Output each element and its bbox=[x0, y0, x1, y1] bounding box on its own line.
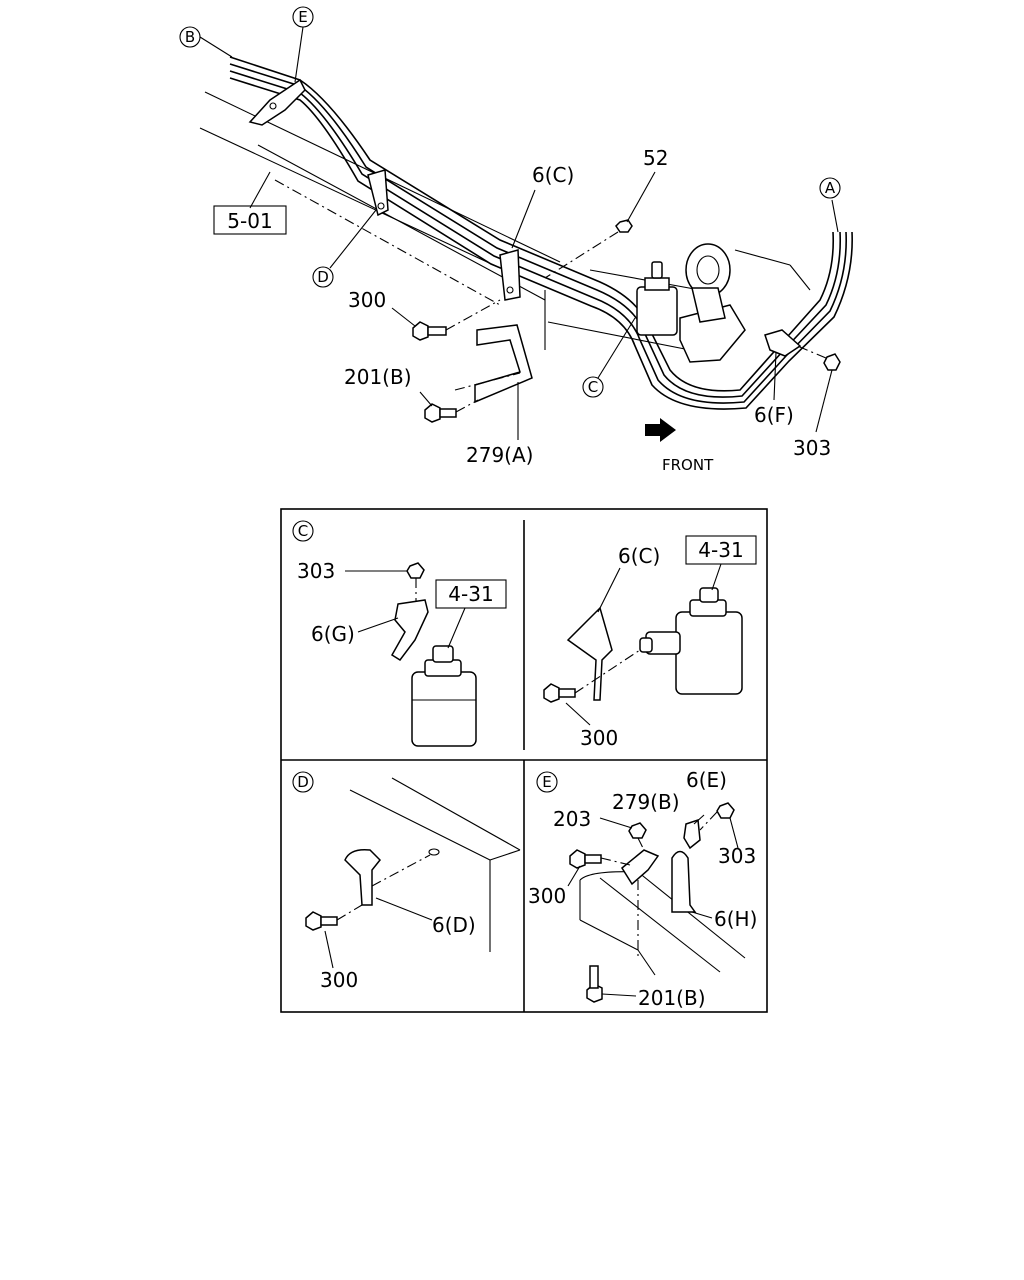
solenoid-panel-c bbox=[411, 645, 477, 747]
tank-box bbox=[679, 304, 746, 363]
clip-6e bbox=[683, 818, 701, 850]
bolt-300-panel-e bbox=[569, 849, 631, 869]
svg-text:B: B bbox=[185, 28, 195, 46]
svg-text:300: 300 bbox=[320, 968, 358, 992]
clip-c-bracket bbox=[499, 249, 521, 301]
svg-text:4-31: 4-31 bbox=[698, 538, 743, 562]
solenoid-main bbox=[636, 261, 678, 336]
nut-203 bbox=[628, 822, 647, 839]
nut-52 bbox=[544, 219, 633, 279]
label-300-main: 300 bbox=[348, 288, 386, 312]
nut-303-main bbox=[794, 344, 841, 371]
detail-panels-frame bbox=[280, 508, 768, 1013]
svg-text:6(H): 6(H) bbox=[714, 907, 757, 931]
bolt-201b-panel-e bbox=[586, 965, 603, 1003]
svg-text:303: 303 bbox=[718, 844, 756, 868]
bolt-300-main bbox=[412, 299, 501, 341]
svg-text:D: D bbox=[317, 268, 329, 286]
ref-box-5-01: 5-01 bbox=[213, 205, 287, 235]
callout-b: B bbox=[179, 26, 201, 48]
label-6c-main: 6(C) bbox=[532, 163, 574, 187]
label-6f: 6(F) bbox=[754, 403, 794, 427]
svg-text:201(B): 201(B) bbox=[638, 986, 706, 1010]
svg-text:6(E): 6(E) bbox=[686, 768, 727, 792]
svg-text:300: 300 bbox=[580, 726, 618, 750]
svg-text:E: E bbox=[298, 8, 307, 26]
pipe-bundle bbox=[229, 56, 853, 410]
label-303-main: 303 bbox=[793, 436, 831, 460]
bolt-201b-main bbox=[424, 399, 479, 423]
clip-6d bbox=[344, 848, 382, 906]
clip-6g bbox=[390, 599, 429, 662]
solenoid-panel-c-right bbox=[639, 587, 743, 695]
panel-c-right: 4-31 6(C) 300 bbox=[543, 535, 757, 750]
bolt-300-panel-c bbox=[543, 649, 641, 703]
svg-text:5-01: 5-01 bbox=[227, 209, 272, 233]
pulley-unit bbox=[685, 243, 731, 323]
callout-d: D bbox=[312, 266, 334, 288]
svg-text:C: C bbox=[588, 378, 598, 396]
svg-text:6(C): 6(C) bbox=[618, 544, 660, 568]
svg-text:4-31: 4-31 bbox=[448, 582, 493, 606]
clip-6h bbox=[671, 850, 697, 913]
svg-text:E: E bbox=[542, 773, 551, 791]
front-arrow-icon bbox=[645, 418, 676, 442]
label-279a: 279(A) bbox=[466, 443, 533, 467]
label-52: 52 bbox=[643, 146, 668, 170]
panel-e: E 203 279(B) 6(E) 303 bbox=[528, 768, 757, 1010]
label-201b-main: 201(B) bbox=[344, 365, 412, 389]
svg-text:203: 203 bbox=[553, 807, 591, 831]
leader-lines bbox=[199, 26, 839, 440]
clip-6c-panel bbox=[566, 606, 613, 701]
nut-303-panel-c bbox=[406, 562, 425, 579]
svg-text:6(D): 6(D) bbox=[432, 913, 476, 937]
bracket-279a bbox=[474, 324, 533, 404]
svg-text:A: A bbox=[825, 179, 836, 197]
clip-d-hole bbox=[377, 202, 385, 210]
svg-text:300: 300 bbox=[528, 884, 566, 908]
main-assembly bbox=[199, 26, 853, 442]
svg-text:279(B): 279(B) bbox=[612, 790, 680, 814]
nut-303-panel-e bbox=[716, 802, 735, 819]
svg-text:6(G): 6(G) bbox=[311, 622, 355, 646]
clip-e-hole bbox=[269, 102, 277, 110]
svg-text:303: 303 bbox=[297, 559, 335, 583]
svg-text:C: C bbox=[298, 522, 308, 540]
clip-e bbox=[248, 78, 306, 126]
clip-f bbox=[764, 329, 802, 357]
callout-e: E bbox=[292, 6, 314, 28]
panel-c-left: C 4-31 303 6(G) bbox=[292, 520, 507, 747]
panel-d: D 6(D) 300 bbox=[292, 771, 521, 992]
label-front: FRONT bbox=[662, 456, 714, 474]
bolt-300-panel-d bbox=[305, 904, 363, 931]
clip-c-hole bbox=[506, 286, 514, 294]
callout-c: C bbox=[582, 376, 604, 398]
svg-text:D: D bbox=[297, 773, 309, 791]
bracket-279b bbox=[621, 849, 660, 886]
callout-a: A bbox=[819, 177, 841, 199]
